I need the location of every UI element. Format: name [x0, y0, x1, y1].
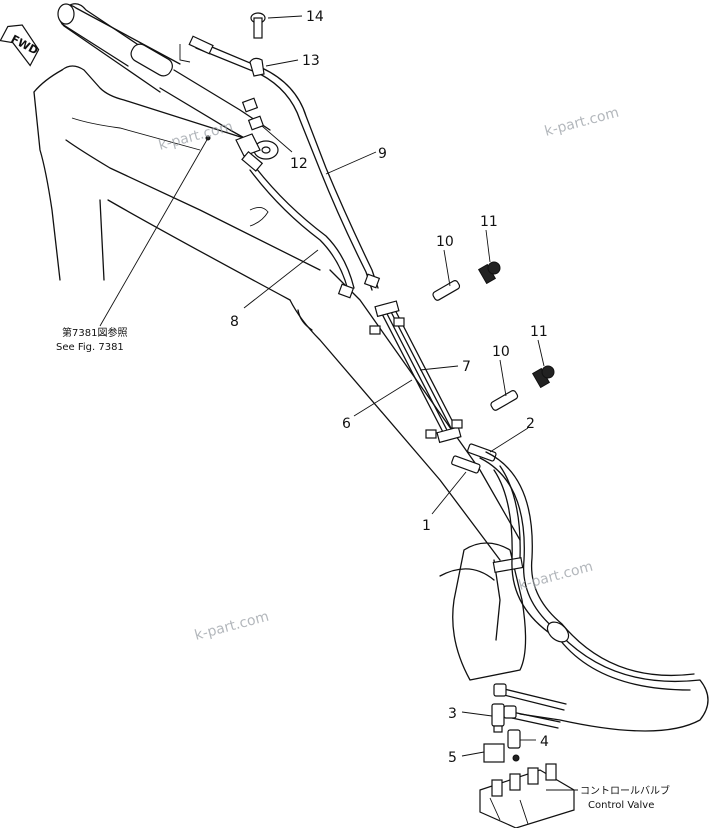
callout-1: 1 — [422, 518, 431, 534]
watermark-4: k-part.com — [193, 609, 271, 644]
hose-loop-inner — [493, 465, 691, 691]
fitting-3 — [491, 703, 505, 733]
callout-7: 7 — [462, 359, 471, 375]
callout-5: 5 — [448, 750, 457, 766]
plate-5 — [483, 743, 505, 763]
leader-lines — [99, 15, 578, 791]
control-valve-label-japanese: コントロールバルブ — [580, 784, 670, 797]
reference-note-japanese: 第7381図参照 — [62, 326, 127, 339]
callout-4: 4 — [540, 734, 549, 750]
callout-6: 6 — [342, 416, 351, 432]
bolt-upper — [477, 261, 501, 285]
fitting-4 — [507, 729, 521, 749]
clamp-top — [249, 57, 265, 77]
callout-8: 8 — [230, 314, 239, 330]
fwd-direction-arrow: FWD — [0, 24, 40, 67]
watermark-2: k-part.com — [543, 105, 621, 140]
watermark-3: k-part.com — [517, 559, 595, 594]
callout-11-lower: 11 — [530, 324, 548, 340]
spacer-lower — [490, 390, 519, 411]
callout-11-upper: 11 — [480, 214, 498, 230]
callout-3: 3 — [448, 706, 457, 722]
hose-short — [241, 150, 355, 299]
control-valve-label-english: Control Valve — [588, 800, 654, 811]
callout-13: 13 — [302, 53, 320, 69]
bolt-lower — [531, 365, 555, 389]
reference-note-english: See Fig. 7381 — [56, 342, 124, 353]
callout-9: 9 — [378, 146, 387, 162]
hose-long — [188, 35, 381, 291]
callout-12: 12 — [290, 156, 308, 172]
bolt-top — [250, 12, 266, 39]
connector-1 — [451, 455, 481, 474]
callout-14: 14 — [306, 9, 324, 25]
tube-bundle — [369, 300, 463, 444]
hose-loop-outer — [479, 451, 709, 732]
callout-10-lower: 10 — [492, 344, 510, 360]
hose-end-upper — [493, 683, 567, 711]
spacer-upper — [432, 280, 461, 301]
control-valve — [479, 754, 575, 828]
callout-2: 2 — [526, 416, 535, 432]
callout-10-upper: 10 — [436, 234, 454, 250]
hose-end-lower — [503, 705, 561, 729]
boom-foot — [439, 542, 527, 681]
bracket — [179, 44, 265, 157]
